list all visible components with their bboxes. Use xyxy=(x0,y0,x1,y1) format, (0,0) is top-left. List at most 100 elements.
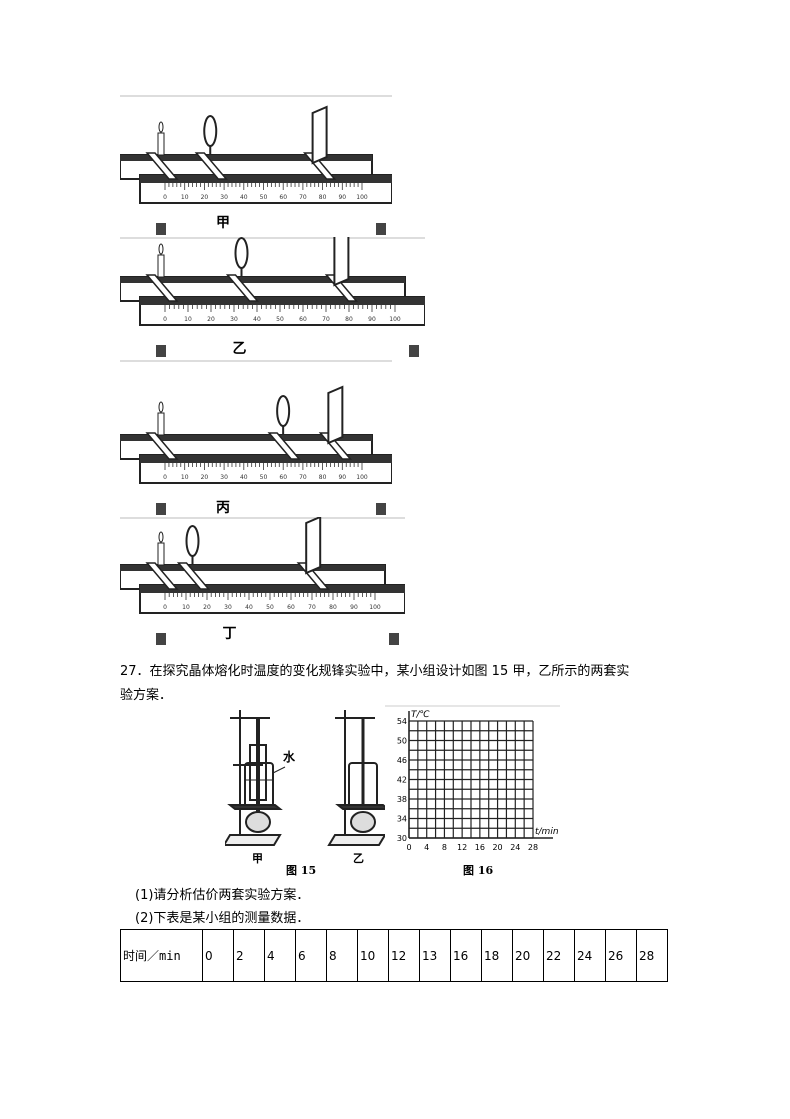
ruler-tick-label: 50 xyxy=(260,474,268,481)
table-cell-time: 0 xyxy=(202,929,234,982)
table-cell-time: 10 xyxy=(357,929,389,982)
ruler-tick-label: 20 xyxy=(203,604,211,611)
x-axis-label: t/min xyxy=(535,827,559,837)
ruler-tick-label: 30 xyxy=(220,194,228,201)
ruler-tick-label: 30 xyxy=(220,474,228,481)
convex-lens-icon xyxy=(203,115,218,147)
ruler-tick-label: 0 xyxy=(163,604,167,611)
y-tick-label: 50 xyxy=(397,737,407,746)
ruler-tick-label: 80 xyxy=(319,194,327,201)
fig16-caption: 图 16 xyxy=(463,864,494,877)
ruler-tick-label: 10 xyxy=(181,194,189,201)
candle-icon xyxy=(157,132,165,156)
ruler-tick-label: 50 xyxy=(266,604,274,611)
y-tick-label: 42 xyxy=(397,776,407,785)
ruler-tick-label: 10 xyxy=(181,474,189,481)
fig15-label-jia: 甲 xyxy=(252,852,263,865)
table-cell-time: 4 xyxy=(264,929,296,982)
ruler-tick-label: 100 xyxy=(369,604,381,611)
convex-lens-icon xyxy=(234,237,249,269)
question-27-line2: 验方案． xyxy=(120,688,173,703)
ruler-tick-label: 40 xyxy=(253,316,261,323)
ruler-tick-label: 100 xyxy=(356,194,368,201)
table-cell-time: 24 xyxy=(574,929,606,982)
ruler-tick-label: 90 xyxy=(368,316,376,323)
table-cell-time: 12 xyxy=(388,929,420,982)
table-cell-time: 26 xyxy=(605,929,637,982)
x-tick-label: 28 xyxy=(528,843,538,852)
lens-holder[interactable] xyxy=(194,152,228,180)
x-tick-label: 16 xyxy=(475,843,485,852)
question-27-line1: 27．在探究晶体熔化时温度的变化规锋实验中，某小组设计如图 15 甲，乙所示的两… xyxy=(120,664,630,679)
ruler-tick-label: 50 xyxy=(260,194,268,201)
light-screen-icon xyxy=(333,237,350,287)
sub-question-1: (1)请分析估价两套实验方案． xyxy=(135,888,310,903)
ruler-tick-label: 90 xyxy=(350,604,358,611)
table-cell-time: 16 xyxy=(450,929,482,982)
bench-label: 甲 xyxy=(216,215,230,231)
lens-holder[interactable] xyxy=(225,274,260,302)
ruler-tick-label: 10 xyxy=(184,316,192,323)
ruler-tick-label: 0 xyxy=(163,194,167,201)
lens-holder[interactable] xyxy=(176,562,211,590)
ruler-tick-label: 0 xyxy=(163,316,167,323)
y-tick-label: 34 xyxy=(397,815,407,824)
ruler-tick-label: 70 xyxy=(322,316,330,323)
ruler-tick-label: 40 xyxy=(245,604,253,611)
x-tick-label: 12 xyxy=(457,843,467,852)
table-cell-time: 6 xyxy=(295,929,327,982)
ruler-tick-label: 70 xyxy=(299,474,307,481)
ruler-tick-label: 100 xyxy=(356,474,368,481)
ruler-tick-label: 60 xyxy=(287,604,295,611)
candle-holder[interactable] xyxy=(145,562,179,590)
ruler-tick-label: 60 xyxy=(279,474,287,481)
bench-label: 乙 xyxy=(232,341,247,357)
fig15-label-yi: 乙 xyxy=(353,852,364,865)
y-tick-label: 38 xyxy=(397,795,407,804)
ruler-tick-label: 10 xyxy=(182,604,190,611)
sub-question-2: (2)下表是某小组的测量数据． xyxy=(135,911,310,926)
ruler-tick-label: 80 xyxy=(319,474,327,481)
ruler-tick-label: 80 xyxy=(345,316,353,323)
lens-holder[interactable] xyxy=(267,432,301,460)
table-cell-time: 13 xyxy=(419,929,451,982)
ruler-tick-label: 60 xyxy=(299,316,307,323)
y-tick-label: 54 xyxy=(397,717,407,726)
table-cell-time: 18 xyxy=(481,929,513,982)
ruler-tick-label: 20 xyxy=(207,316,215,323)
table-cell-time: 22 xyxy=(543,929,575,982)
light-screen-icon xyxy=(311,105,328,165)
light-screen-icon xyxy=(327,385,344,445)
light-screen-icon xyxy=(305,517,322,575)
ruler-tick-label: 70 xyxy=(299,194,307,201)
candle-holder[interactable] xyxy=(145,432,179,460)
ruler-tick-label: 20 xyxy=(201,194,209,201)
table-header-time: 时间／min xyxy=(120,929,203,982)
candle-icon xyxy=(157,412,165,436)
candle-holder[interactable] xyxy=(145,152,179,180)
ruler-tick-label: 20 xyxy=(201,474,209,481)
ruler-tick-label: 40 xyxy=(240,474,248,481)
water-label: 水 xyxy=(283,750,296,764)
table-cell-time: 28 xyxy=(636,929,668,982)
x-tick-label: 8 xyxy=(442,843,447,852)
figure-15-apparatus xyxy=(225,710,385,846)
ruler-tick-label: 30 xyxy=(224,604,232,611)
candle-icon xyxy=(157,542,165,566)
x-tick-label: 0 xyxy=(406,843,411,852)
x-tick-label: 20 xyxy=(492,843,502,852)
candle-icon xyxy=(157,254,165,278)
ruler-tick-label: 40 xyxy=(240,194,248,201)
ruler-tick-label: 30 xyxy=(230,316,238,323)
convex-lens-icon xyxy=(276,395,291,427)
candle-holder[interactable] xyxy=(145,274,179,302)
fig15-caption: 图 15 xyxy=(286,864,317,877)
ruler-tick-label: 0 xyxy=(163,474,167,481)
